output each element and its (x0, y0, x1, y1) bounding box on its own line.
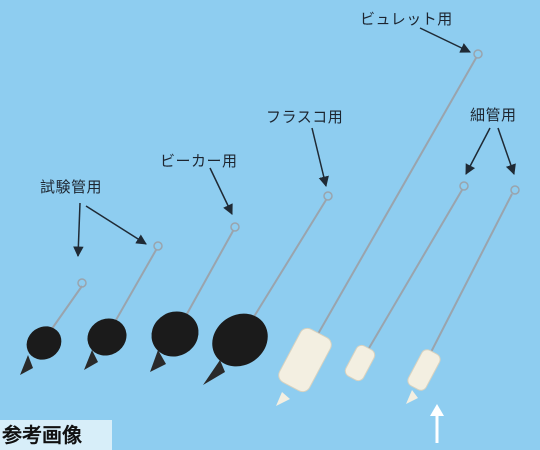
label-beaker: ビーカー用 (160, 152, 238, 170)
test-tube-brush-small (20, 278, 87, 375)
label-burette: ビュレット用 (360, 10, 453, 28)
label-narrow-tube: 細管用 (470, 106, 517, 124)
label-flask: フラスコ用 (266, 108, 344, 126)
pointer-arrows (73, 27, 516, 258)
footer-background (0, 420, 112, 450)
white-up-arrow (430, 404, 444, 443)
flask-brush-dark (203, 191, 333, 385)
flask-brush-white (276, 49, 483, 406)
test-tube-brush-medium (84, 241, 163, 370)
beaker-brush (150, 222, 240, 372)
burette-brush (344, 181, 469, 382)
narrow-tube-brush (406, 185, 520, 404)
label-test-tube: 試験管用 (40, 178, 103, 196)
reference-image-note: 参考画像 (2, 423, 82, 447)
